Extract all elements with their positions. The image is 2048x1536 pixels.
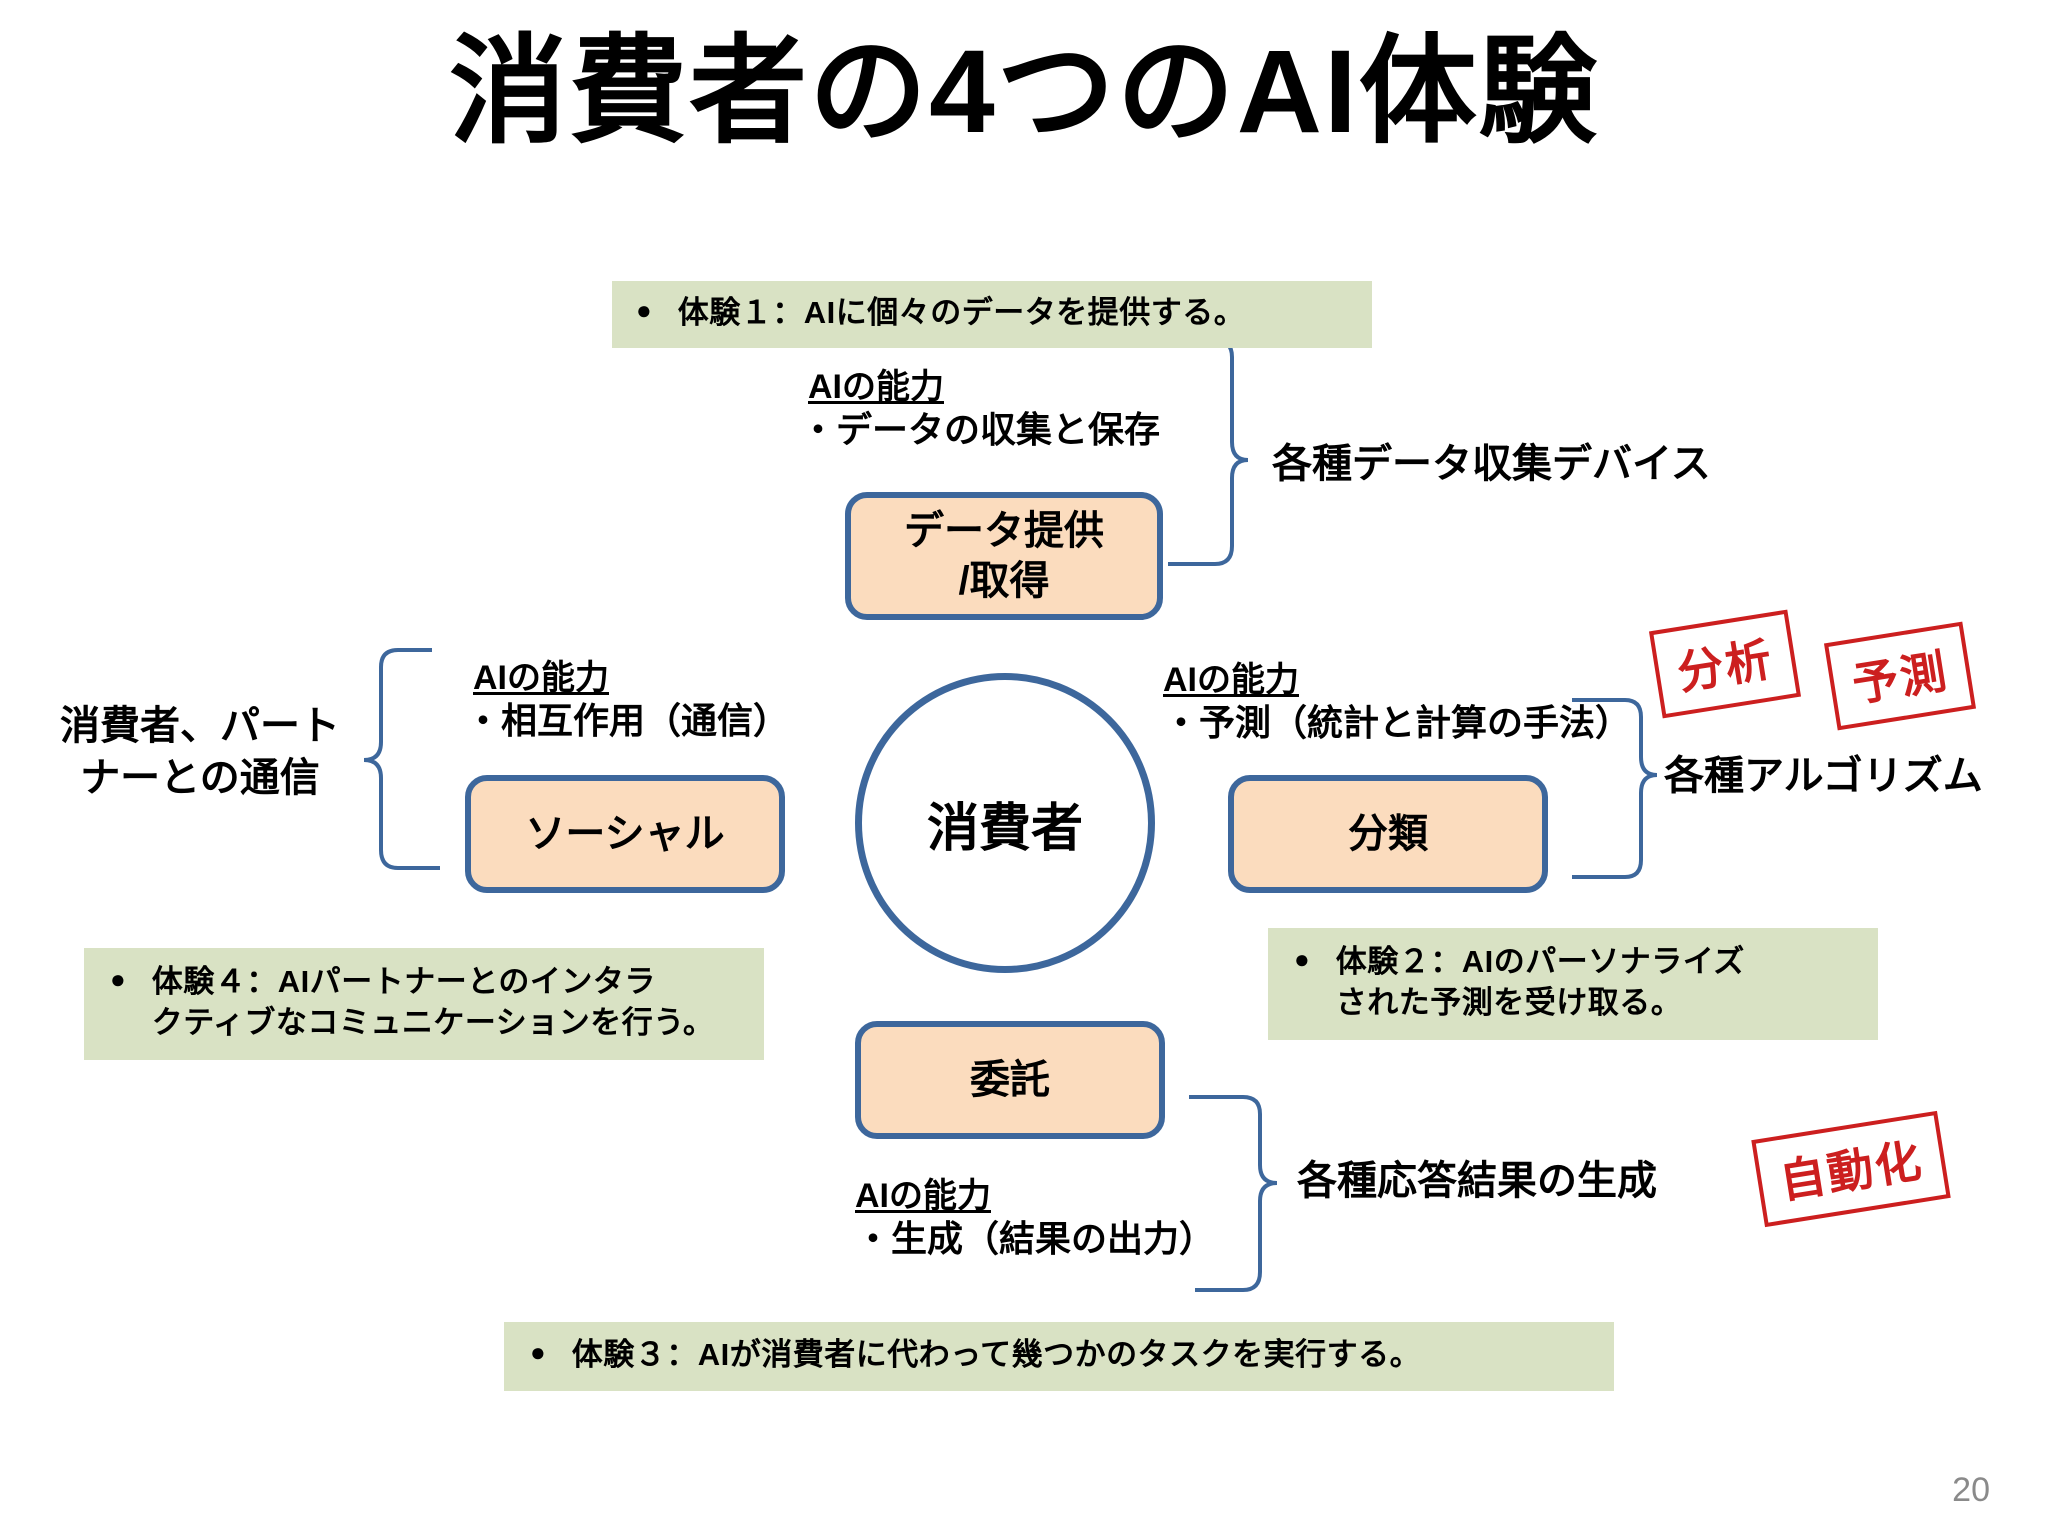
capability-item: ・相互作用（通信） bbox=[465, 700, 790, 742]
capability-block-top: AIの能力 ・データの収集と保存 bbox=[800, 367, 1160, 452]
capability-heading: AIの能力 bbox=[1163, 661, 1299, 699]
page-title: 消費者の4つのAI体験 bbox=[449, 26, 1599, 158]
experience-banner-2: ● 体験２：AIのパーソナライズ された予測を受け取る。 bbox=[1268, 928, 1878, 1040]
bullet-icon: ● bbox=[636, 295, 652, 325]
stamp-analysis: 分析 bbox=[1648, 609, 1802, 719]
capability-block-right: AIの能力 ・予測（統計と計算の手法） bbox=[1163, 660, 1631, 745]
bullet-icon: ● bbox=[1294, 944, 1310, 974]
bullet-icon: ● bbox=[110, 964, 126, 994]
bullet-icon: ● bbox=[530, 1337, 546, 1367]
label-algorithms: 各種アルゴリズム bbox=[1664, 754, 1983, 798]
experience-banner-3: ● 体験３：AIが消費者に代わって幾つかのタスクを実行する。 bbox=[504, 1322, 1614, 1391]
experience-banner-1: ● 体験１：AIに個々のデータを提供する。 bbox=[612, 281, 1372, 348]
capability-item: ・予測（統計と計算の手法） bbox=[1163, 702, 1632, 744]
stamp-automation: 自動化 bbox=[1751, 1110, 1951, 1228]
experience-banner-2-text: 体験２：AIのパーソナライズ された予測を受け取る。 bbox=[1335, 944, 1745, 1020]
node-box-social[interactable]: ソーシャル bbox=[465, 775, 785, 893]
capability-item: ・データの収集と保存 bbox=[800, 409, 1161, 451]
label-data-collection-devices: 各種データ収集デバイス bbox=[1272, 442, 1711, 486]
node-box-entrust[interactable]: 委託 bbox=[855, 1021, 1165, 1139]
node-box-data-provision[interactable]: データ提供 /取得 bbox=[845, 492, 1163, 620]
capability-block-left: AIの能力 ・相互作用（通信） bbox=[465, 658, 789, 743]
node-box-classification[interactable]: 分類 bbox=[1228, 775, 1548, 893]
capability-block-bottom: AIの能力 ・生成（結果の出力） bbox=[855, 1176, 1215, 1261]
center-circle-consumer[interactable]: 消費者 bbox=[855, 673, 1155, 973]
experience-banner-4-text: 体験４：AIパートナーとのインタラ クティブなコミュニケーションを行う。 bbox=[151, 964, 715, 1040]
label-consumer-partner-communication: 消費者、パート ナーとの通信 bbox=[60, 704, 340, 800]
experience-banner-3-text: 体験３：AIが消費者に代わって幾つかのタスクを実行する。 bbox=[571, 1337, 1422, 1372]
experience-banner-1-text: 体験１：AIに個々のデータを提供する。 bbox=[677, 295, 1246, 330]
capability-heading: AIの能力 bbox=[808, 368, 944, 406]
page-number: 20 bbox=[1952, 1471, 1990, 1509]
stamp-forecast: 予測 bbox=[1823, 621, 1977, 731]
capability-item: ・生成（結果の出力） bbox=[855, 1218, 1216, 1260]
experience-banner-4: ● 体験４：AIパートナーとのインタラ クティブなコミュニケーションを行う。 bbox=[84, 948, 764, 1060]
capability-heading: AIの能力 bbox=[855, 1177, 991, 1215]
label-response-generation: 各種応答結果の生成 bbox=[1297, 1159, 1657, 1203]
capability-heading: AIの能力 bbox=[473, 659, 609, 697]
